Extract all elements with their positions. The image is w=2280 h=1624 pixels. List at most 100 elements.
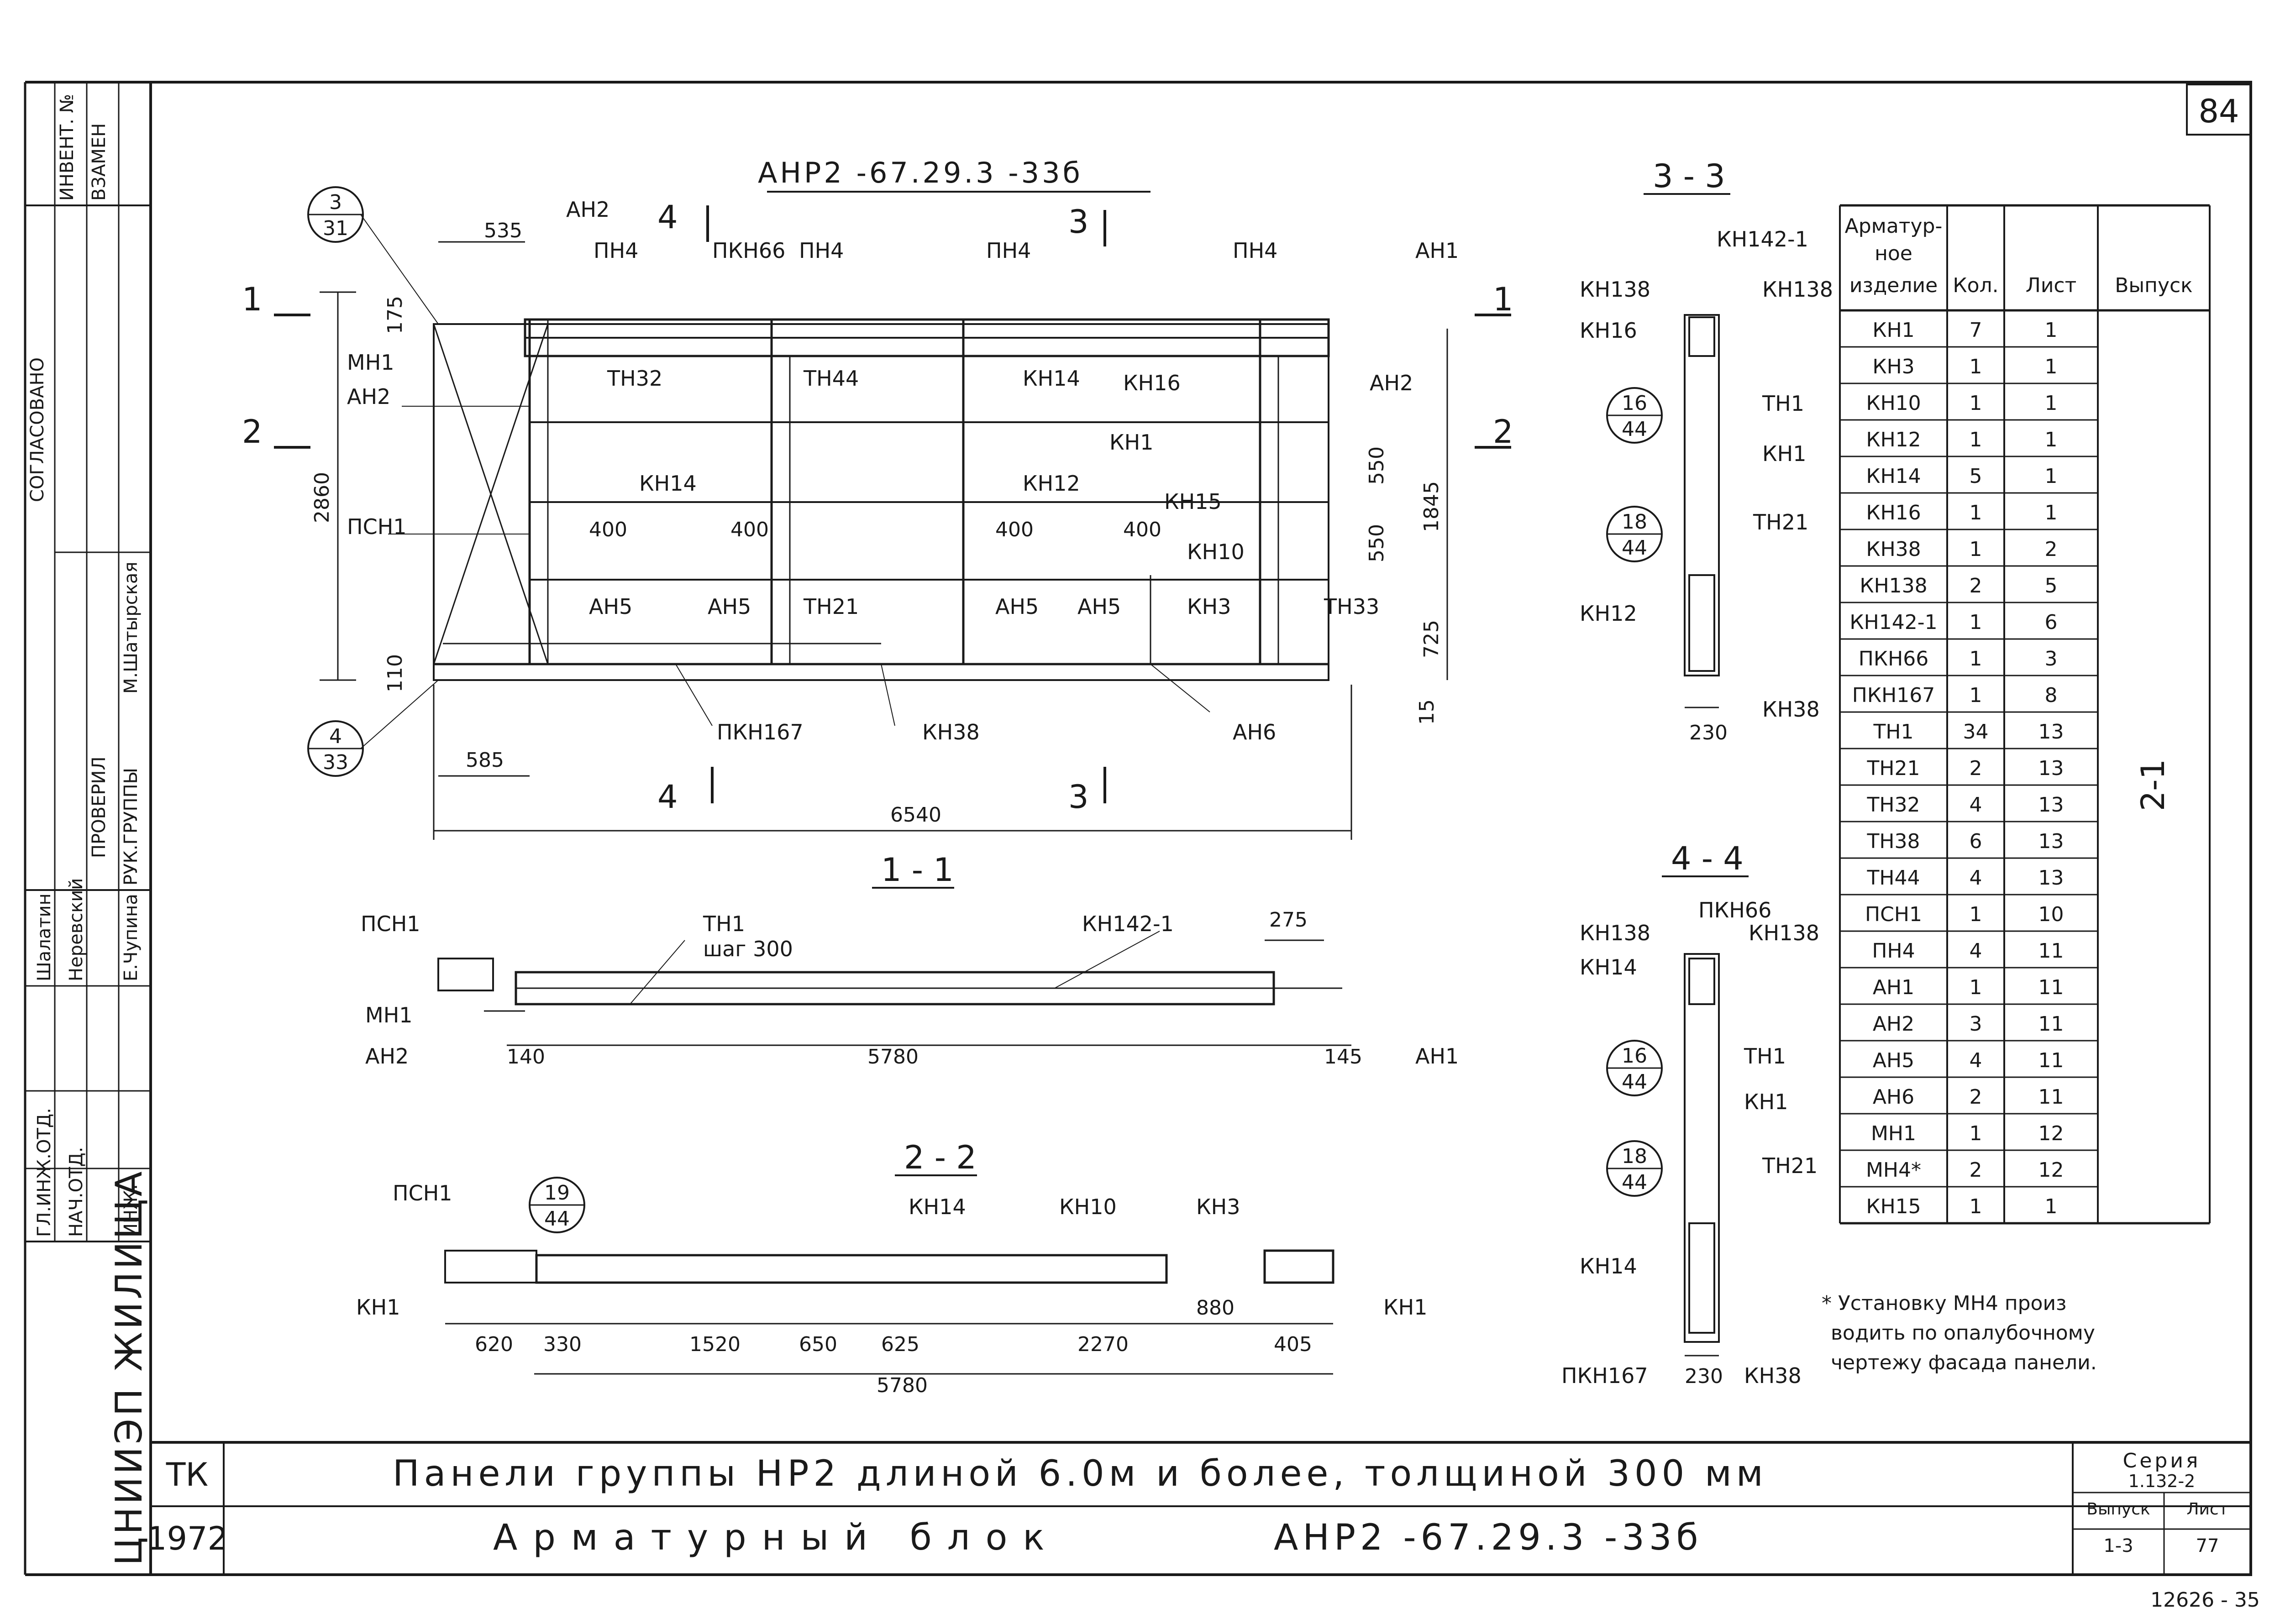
main-dim-2860: 2860 — [310, 472, 334, 523]
cut-mark-2: 2 — [242, 413, 263, 451]
main-view-title: АНР2 -67.29.3 -33б — [758, 156, 1083, 189]
table-cell-item-11: ТН1 — [1873, 720, 1914, 744]
table-cell-qty-24: 1 — [1970, 1195, 1982, 1218]
s33-label-7: КН12 — [1580, 601, 1637, 626]
s33-callout-18-44-top: 18 — [1622, 510, 1647, 534]
main-dim-725: 725 — [1420, 620, 1443, 658]
table-cell-item-13: ТН32 — [1867, 793, 1920, 817]
table-cell-sheet-2: 1 — [2045, 392, 2058, 415]
main-label-ан6: АН6 — [1233, 720, 1276, 744]
table-cell-item-17: ПН4 — [1872, 939, 1915, 963]
main-label-тн32: ТН32 — [607, 366, 662, 391]
s11-label-4: МН1 — [365, 1003, 413, 1027]
table-cell-sheet-18: 11 — [2038, 976, 2064, 999]
main-callout-4-33-bottom: 33 — [323, 751, 348, 774]
s44-label-7: КН14 — [1580, 1254, 1637, 1278]
series-label: Серия — [2123, 1449, 2201, 1472]
table-cell-qty-23: 2 — [1970, 1158, 1982, 1182]
main-label-ан5: АН5 — [708, 594, 751, 619]
table-cell-item-24: КН15 — [1866, 1195, 1921, 1218]
main-dim-400: 400 — [995, 518, 1034, 541]
table-cell-item-5: КН16 — [1866, 501, 1921, 524]
table-cell-sheet-7: 5 — [2045, 574, 2058, 597]
main-dim-175: 175 — [384, 296, 407, 334]
s44-label-2: КН138 — [1749, 921, 1819, 945]
s22-label-4: КН1 — [356, 1295, 400, 1320]
main-label-псн1: ПСН1 — [347, 514, 407, 539]
s44-label-8: ПКН167 — [1561, 1363, 1648, 1388]
cut-mark-1: 1 — [242, 281, 263, 318]
s11-label-1: ТН1 — [703, 912, 745, 936]
main-label-кн16: КН16 — [1123, 371, 1181, 395]
table-footnote-line3: чертежу фасада панели. — [1831, 1351, 2097, 1374]
cut-mark-4: 4 — [657, 778, 678, 816]
table-cell-sheet-21: 11 — [2038, 1085, 2064, 1109]
table-cell-qty-17: 4 — [1970, 939, 1982, 963]
stamp-chief-eng: ГЛ.ИНЖ.ОТД. — [34, 1108, 55, 1237]
s22-label-1: КН14 — [909, 1194, 966, 1219]
table-cell-sheet-23: 12 — [2038, 1158, 2064, 1182]
table-cell-item-14: ТН38 — [1867, 830, 1920, 853]
main-label-кн12: КН12 — [1023, 471, 1080, 496]
s22-callout-top: 19 — [544, 1181, 570, 1205]
main-label-ан2: АН2 — [347, 384, 390, 409]
title-block: ТК 1972 Панели группы НР2 длиной 6.0м и … — [147, 1441, 2260, 1612]
table-cell-item-1: КН3 — [1872, 355, 1914, 378]
stamp-name-1: Шалатин — [34, 893, 55, 981]
sheet-number-box: 84 — [2186, 84, 2252, 136]
table-cell-qty-8: 1 — [1970, 611, 1982, 634]
table-footnote-line2: водить по опалубочному — [1831, 1321, 2095, 1345]
table-cell-item-16: ПСН1 — [1865, 903, 1922, 926]
left-stamp: СОГЛАСОВАНО ИНВЕНТ. № ВЗАМЕН ПРОВЕРИЛ РУ… — [27, 94, 150, 1566]
table-header-item-1: Арматур- — [1845, 215, 1943, 238]
table-cell-qty-22: 1 — [1970, 1122, 1982, 1145]
s22-dim-3: 650 — [799, 1333, 837, 1356]
stamp-name-4: Е.Чупина — [121, 894, 142, 981]
main-view: АНР2 -67.29.3 -33б — [242, 156, 1513, 840]
s11-label-3: КН142-1 — [1082, 912, 1174, 936]
section-4-4-title: 4 - 4 — [1671, 840, 1744, 877]
main-label-пн4: ПН4 — [986, 238, 1031, 263]
table-cell-qty-2: 1 — [1970, 392, 1982, 415]
table-header-item-2: ное — [1875, 242, 1912, 265]
s22-dim-5: 2270 — [1077, 1333, 1129, 1356]
table-cell-item-12: ТН21 — [1867, 757, 1920, 780]
s44-label-0: ПКН66 — [1698, 898, 1771, 922]
table-cell-qty-15: 4 — [1970, 866, 1982, 890]
s22-dim-2: 1520 — [689, 1333, 741, 1356]
table-cell-qty-20: 4 — [1970, 1049, 1982, 1072]
cut-mark-2: 2 — [1493, 413, 1513, 451]
table-cell-qty-3: 1 — [1970, 428, 1982, 451]
main-label-пн4: ПН4 — [799, 238, 844, 263]
stamp-name-shatyrskaya: М.Шатырская — [121, 561, 142, 694]
stamp-dept-head: НАЧ.ОТД. — [66, 1147, 87, 1237]
org-name: ЦНИИЭП ЖИЛИЩА — [108, 1168, 150, 1566]
main-label-пн4: ПН4 — [1233, 238, 1277, 263]
table-cell-qty-18: 1 — [1970, 976, 1982, 999]
frame — [24, 81, 2252, 1576]
s11-dim-5780: 5780 — [867, 1045, 919, 1069]
table-cell-item-15: ТН44 — [1867, 866, 1920, 890]
s11-label-0: ПСН1 — [361, 912, 420, 936]
cut-mark-1: 1 — [1493, 281, 1513, 318]
table-cell-qty-0: 7 — [1970, 319, 1982, 342]
table-issue-value: 2-1 — [2134, 759, 2172, 811]
main-label-мн1: МН1 — [347, 350, 394, 375]
main-label-тн44: ТН44 — [803, 366, 859, 391]
s11-label-2: шаг 300 — [703, 937, 793, 961]
main-dim-550: 550 — [1365, 446, 1388, 485]
table-cell-qty-14: 6 — [1970, 830, 1982, 853]
stamp-group-head: РУК.ГРУППЫ — [121, 768, 142, 885]
table-cell-qty-6: 1 — [1970, 538, 1982, 561]
s11-label-6: АН1 — [1415, 1044, 1459, 1069]
table-cell-sheet-14: 13 — [2038, 830, 2064, 853]
table-cell-sheet-15: 13 — [2038, 866, 2064, 890]
table-cell-sheet-11: 13 — [2038, 720, 2064, 744]
s22-label-2: КН10 — [1059, 1194, 1117, 1219]
table-cell-sheet-4: 1 — [2045, 465, 2058, 488]
main-callout-3-31-bottom: 31 — [323, 217, 348, 240]
table-cell-item-0: КН1 — [1872, 319, 1914, 342]
